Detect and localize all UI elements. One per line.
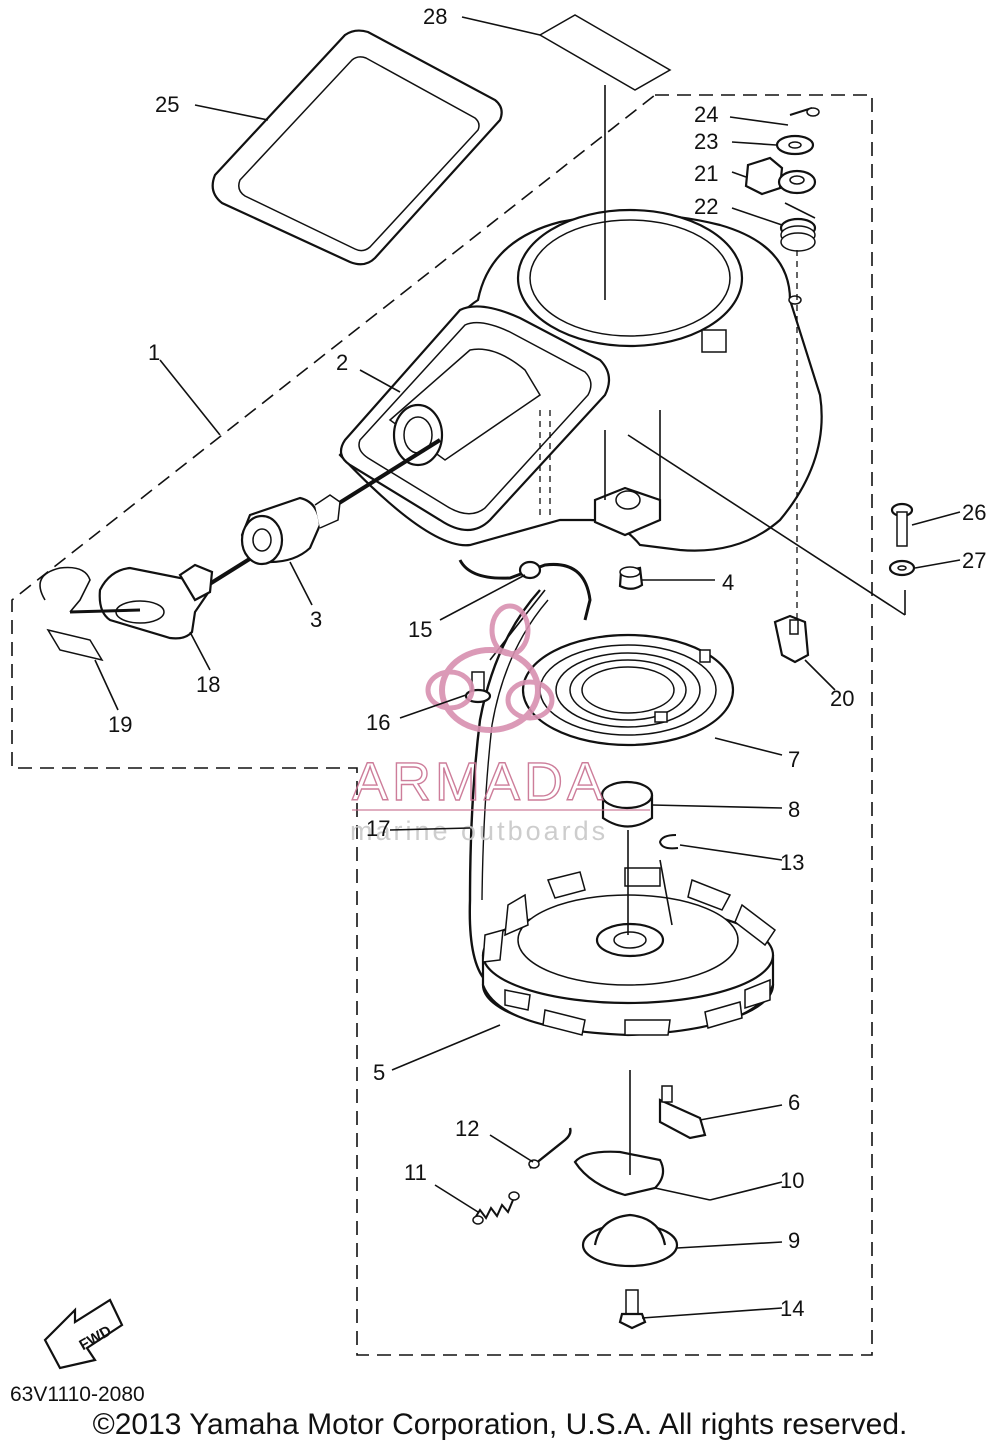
part-20-lever [773, 614, 810, 664]
leader-lines [94, 16, 961, 1319]
assembly-boundary [11, 94, 873, 1356]
watermark-tagline: marine outboards [350, 816, 608, 846]
callout-8: 8 [788, 797, 800, 822]
part-24-pin [789, 107, 820, 117]
callout-10: 10 [780, 1168, 804, 1193]
part-11-spring [472, 1191, 520, 1225]
part-13-circlip [658, 834, 679, 850]
callout-26: 26 [962, 500, 986, 525]
watermark-logo-icon [425, 603, 555, 733]
watermark-brand: ARMADA [352, 752, 607, 812]
callout-7: 7 [788, 747, 800, 772]
part-17-rope [468, 589, 549, 981]
callout-15: 15 [408, 617, 432, 642]
callout-22: 22 [694, 194, 718, 219]
callout-25: 25 [155, 92, 179, 117]
callout-23: 23 [694, 129, 718, 154]
callout-24: 24 [694, 102, 718, 127]
copyright-notice: ©2013 Yamaha Motor Corporation, U.S.A. A… [92, 1408, 908, 1441]
callout-17: 17 [366, 816, 390, 841]
part-7-spiral-spring [521, 633, 735, 747]
starter-housing [338, 208, 823, 552]
callout-11: 11 [404, 1160, 427, 1185]
part-14-bolt [618, 1289, 647, 1330]
callout-3: 3 [310, 607, 322, 632]
part-21-bracket [744, 156, 817, 196]
callout-2: 2 [336, 350, 348, 375]
part-22-spring [779, 202, 817, 252]
part-6-drive-pawl [658, 1085, 707, 1140]
fwd-arrow-icon: FWD [43, 1298, 124, 1370]
callout-12: 12 [455, 1116, 479, 1141]
callout-16: 16 [366, 710, 390, 735]
part-4-collar [618, 566, 644, 590]
callout-18: 18 [196, 672, 220, 697]
callout-28: 28 [423, 4, 447, 29]
part-23-washer [775, 134, 815, 156]
callout-13: 13 [780, 850, 804, 875]
reference-code: 63V1110-2080 [10, 1383, 145, 1406]
part-10-friction-plate [573, 1150, 711, 1201]
part-28-decal [538, 14, 672, 91]
callout-21: 21 [694, 161, 718, 186]
part-12-pin [528, 1127, 572, 1169]
part-19-rope-end [39, 566, 141, 662]
part-8-bushing [600, 780, 654, 828]
watermark: ARMADA marine outboards [350, 603, 650, 846]
part-5-pulley [481, 867, 777, 1037]
part-27-washer [888, 559, 916, 577]
callout-20: 20 [830, 686, 854, 711]
part-3-rope-grommet [198, 438, 442, 592]
part-15-tube [458, 559, 592, 621]
callout-14: 14 [780, 1296, 804, 1321]
callout-4: 4 [722, 570, 734, 595]
part-18-starter-handle [98, 563, 214, 640]
callout-labels: 1 2 3 4 5 6 7 8 9 10 11 12 13 14 15 16 1… [108, 4, 986, 1321]
callout-6: 6 [788, 1090, 800, 1115]
callout-19: 19 [108, 712, 132, 737]
callout-5: 5 [373, 1060, 385, 1085]
part-26-bolt [890, 502, 914, 547]
callout-9: 9 [788, 1228, 800, 1253]
callout-1: 1 [148, 340, 160, 365]
callout-27: 27 [962, 548, 986, 573]
part-25-cover-seal [211, 29, 503, 266]
part-9-plate [581, 1213, 679, 1268]
